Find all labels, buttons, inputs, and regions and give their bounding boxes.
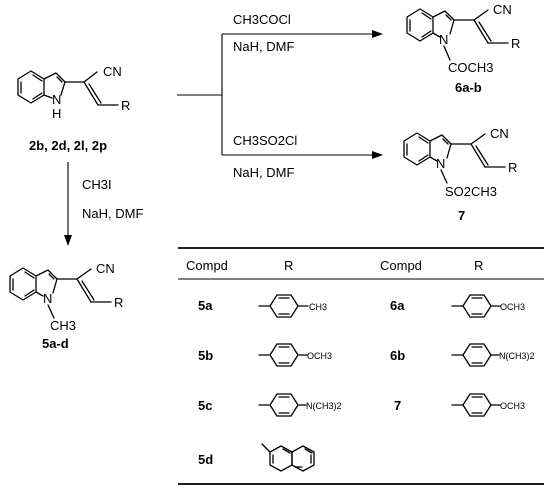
down-arrow: CH3I NaH, DMF [64, 162, 143, 246]
methoxyphenyl-structure: OCH3 [451, 294, 525, 318]
cn-label-5: CN [96, 261, 115, 276]
compound-number-2: 2b, 2d, 2l, 2p [29, 138, 107, 153]
arrow-head-lower [372, 151, 383, 159]
compound-number-7: 7 [458, 208, 465, 223]
r-label: R [121, 98, 130, 113]
reagent-acetyl-chloride-text: CH3COCl [233, 12, 291, 27]
table-row: 5b OCH3 6b N(CH3)2 [198, 343, 535, 367]
compd-5a: 5a [198, 298, 213, 313]
header-r-right: R [474, 258, 483, 273]
sulfonyl-label: SO2CH3 [445, 184, 497, 199]
dimethylaminophenyl-structure: N(CH3)2 [451, 343, 535, 367]
r-label-6: R [511, 36, 520, 51]
header-compd-right: Compd [380, 258, 422, 273]
r-5c-label: N(CH3)2 [306, 401, 342, 411]
r-5b-label: OCH3 [307, 351, 332, 361]
upper-reagents: CH3COCl NaH, DMF [233, 12, 294, 54]
reagent-base-upper: NaH, DMF [233, 39, 294, 54]
ring-n-label: N [52, 92, 61, 107]
table-row: 5d [198, 443, 315, 472]
substituent-table: Compd R Compd R 5a CH3 6a OCH3 [178, 247, 544, 485]
arrow-head-down [64, 235, 72, 246]
compd-7: 7 [394, 398, 401, 413]
compound-number-5: 5a-d [42, 336, 69, 351]
product-7: N SO2CH3 CN R 7 [403, 126, 517, 223]
tolyl-structure: CH3 [258, 294, 327, 318]
dimethylaminophenyl-structure: N(CH3)2 [258, 393, 342, 417]
r-5a-label: CH3 [309, 302, 327, 312]
r-6b-label: N(CH3)2 [499, 351, 535, 361]
methyl-label: CH3 [50, 318, 76, 333]
branch-arrows [177, 30, 383, 159]
methoxyphenyl-structure: OCH3 [451, 393, 525, 417]
cn-label-6: CN [493, 2, 512, 17]
r-label-7: R [508, 160, 517, 175]
ring-n-label-7: N [436, 156, 445, 171]
table-row: 5a CH3 6a OCH3 [198, 294, 525, 318]
compd-5b: 5b [198, 348, 213, 363]
compound-number-6: 6a-b [455, 80, 482, 95]
arrow-head-upper [372, 30, 383, 38]
reagent-base-lower: NaH, DMF [233, 165, 294, 180]
starting-material: N H CN R 2b, 2d, 2l, 2p [17, 64, 130, 153]
r-6a-label: OCH3 [500, 302, 525, 312]
acyl-label: COCH3 [448, 60, 494, 75]
product-5: N CH3 CN R 5a-d [9, 261, 123, 351]
lower-reagents: CH3SO2Cl NaH, DMF [233, 133, 297, 180]
ring-n-label-5: N [43, 291, 52, 306]
ring-h-label: H [52, 106, 61, 121]
r-7-label: OCH3 [500, 401, 525, 411]
ring-n-label-6: N [439, 32, 448, 47]
compd-6b: 6b [390, 348, 405, 363]
reagent-methyl-iodide: CH3I [82, 177, 112, 192]
reagent-mesyl-chloride: CH3SO2Cl [233, 133, 297, 148]
header-r-left: R [284, 258, 293, 273]
header-compd-left: Compd [186, 258, 228, 273]
compd-5d: 5d [198, 452, 213, 467]
cn-label-7: CN [490, 126, 509, 141]
methoxyphenyl-structure: OCH3 [258, 343, 332, 367]
r-label-5: R [114, 295, 123, 310]
reagent-acetyl-chloride: CH3COCl [233, 12, 291, 27]
reagent-base-down: NaH, DMF [82, 206, 143, 221]
product-6: N COCH3 CN R 6a-b [406, 2, 520, 95]
table-row: 5c N(CH3)2 7 OCH3 [198, 393, 525, 417]
cn-label: CN [103, 64, 122, 79]
naphthyl-structure [261, 443, 315, 472]
compd-6a: 6a [390, 298, 405, 313]
compd-5c: 5c [198, 398, 212, 413]
